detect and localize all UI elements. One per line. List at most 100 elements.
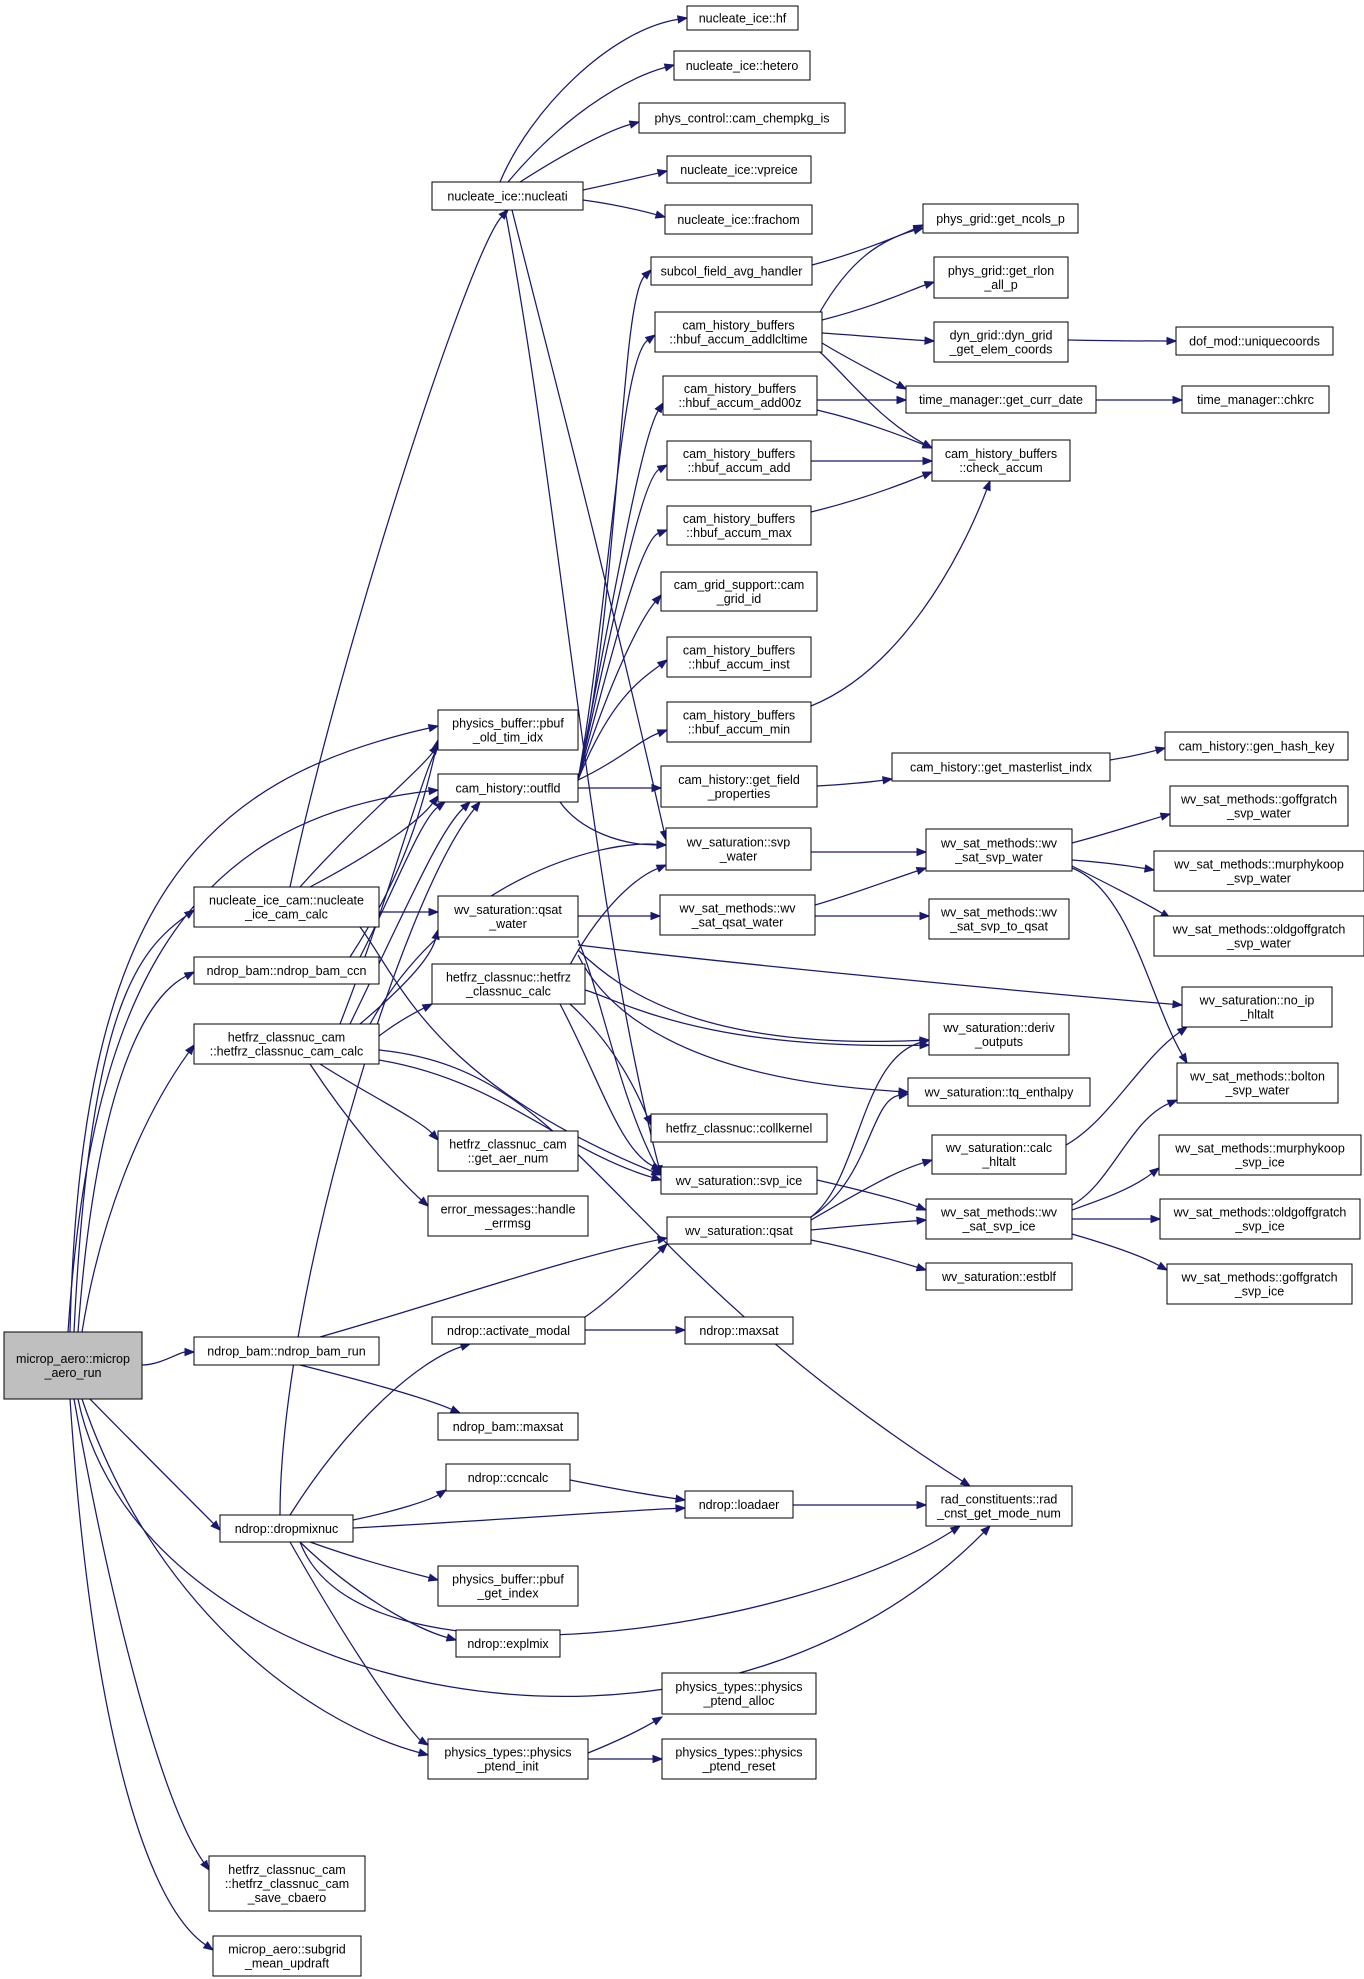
arrowhead-icon [650,911,662,921]
node-n-subcol[interactable]: subcol_field_avg_handler [650,256,813,286]
node-n-oldgoff-w[interactable]: wv_sat_methods::oldgoffgratch_svp_water [1153,915,1364,957]
node-n-rlon[interactable]: phys_grid::get_rlon_all_p [933,256,1069,299]
node-n-wvsatsvpice[interactable]: wv_sat_methods::wv_sat_svp_ice [925,1198,1073,1240]
node-n-hetero[interactable]: nucleate_ice::hetero [673,50,811,81]
node-n-ccncalc[interactable]: ndrop::ccncalc [445,1463,571,1492]
node-box [907,1077,1091,1107]
arrowhead-icon [919,1040,931,1050]
node-n-max[interactable]: cam_history_buffers::hbuf_accum_max [666,505,812,546]
node-n-bolton[interactable]: wv_sat_methods::bolton_svp_water [1176,1062,1339,1104]
node-n-ptalloc[interactable]: physics_types::physics_ptend_alloc [661,1672,817,1715]
node-n-ptreset[interactable]: physics_types::physics_ptend_reset [661,1738,817,1780]
node-n-checkaccum[interactable]: cam_history_buffers::check_accum [931,439,1071,482]
node-n-calchltalt[interactable]: wv_saturation::calc_hltalt [931,1134,1067,1175]
node-n-ptinit[interactable]: physics_types::physics_ptend_init [427,1738,589,1780]
node-n-errmsg[interactable]: error_messages::handle_errmsg [427,1195,589,1237]
node-n-bammaxsat[interactable]: ndrop_bam::maxsat [437,1412,579,1441]
node-n-wvsatqsat[interactable]: wv_sat_methods::wv_sat_qsat_water [659,894,816,936]
node-box [891,752,1111,782]
node-n-getfield[interactable]: cam_history::get_field_properties [660,765,818,808]
node-n-savecbaero[interactable]: hetfrz_classnuc_cam::hetfrz_classnuc_cam… [208,1855,366,1912]
node-box [684,1490,794,1519]
node-label-line: _svp_ice [1234,1156,1284,1170]
node-n-noip[interactable]: wv_saturation::no_ip_hltalt [1181,986,1333,1028]
arrowhead-icon [652,1754,664,1764]
node-n-frachom[interactable]: nucleate_ice::frachom [664,204,813,235]
node-label-line: _ptend_alloc [703,1694,775,1708]
node-n-nicecalc[interactable]: nucleate_ice_cam::nucleate_ice_cam_calc [193,886,380,928]
node-n-activate[interactable]: ndrop::activate_modal [431,1316,586,1345]
call-edge-from-n-nucleati [582,199,667,219]
node-n-explmix[interactable]: ndrop::explmix [455,1629,561,1658]
node-n-masterlist[interactable]: cam_history::get_masterlist_indx [891,752,1111,782]
node-box [922,203,1079,234]
node-n-goffgratch-w[interactable]: wv_sat_methods::goffgratch_svp_water [1169,785,1349,827]
node-n-tqenth[interactable]: wv_saturation::tq_enthalpy [907,1077,1091,1107]
node-label-line: _aero_run [44,1366,102,1380]
node-n-dropmix[interactable]: ndrop::dropmixnuc [219,1514,354,1543]
arrowhead-icon [919,911,931,921]
node-n-murphy-w[interactable]: wv_sat_methods::murphykoop_svp_water [1153,850,1364,892]
node-n-goff-i[interactable]: wv_sat_methods::goffgratch_svp_ice [1166,1263,1353,1305]
node-n-addlcltime[interactable]: cam_history_buffers::hbuf_accum_addlclti… [654,311,823,353]
node-n-genhash[interactable]: cam_history::gen_hash_key [1164,731,1349,761]
node-n-min[interactable]: cam_history_buffers::hbuf_accum_min [666,701,812,743]
node-n-wvsatsvpwater[interactable]: wv_sat_methods::wv_sat_svp_water [925,828,1073,872]
node-n-vpreice[interactable]: nucleate_ice::vpreice [666,155,812,184]
node-label-line: cam_history_buffers [683,644,795,658]
node-n-subgrid[interactable]: microp_aero::subgrid_mean_updraft [212,1935,362,1977]
call-edge-from-n-qsat [810,1158,934,1221]
call-edge-from-n-activate [585,1325,687,1335]
node-label-line: wv_saturation::qsat [684,1224,793,1238]
node-n-derivout[interactable]: wv_saturation::deriv_outputs [928,1013,1070,1056]
node-n-add[interactable]: cam_history_buffers::hbuf_accum_add [666,440,812,481]
node-label-line: wv_saturation::calc [945,1141,1052,1155]
node-n-pbufidx[interactable]: physics_buffer::pbuf_get_index [437,1565,579,1607]
node-n-pbufold[interactable]: physics_buffer::pbuf_old_tim_idx [437,709,579,751]
node-n-qsat[interactable]: wv_saturation::qsat [666,1216,812,1245]
node-n-add00z[interactable]: cam_history_buffers::hbuf_accum_add00z [662,375,818,416]
arrowhead-icon [434,801,447,811]
node-n-hetfrzcalc[interactable]: hetfrz_classnuc_cam::hetfrz_classnuc_cam… [193,1023,380,1065]
node-n-nucleati[interactable]: nucleate_ice::nucleati [431,181,584,211]
edge-line [819,229,915,313]
node-n-outfld[interactable]: cam_history::outfld [437,773,579,803]
node-n-ncols[interactable]: phys_grid::get_ncols_p [922,203,1079,234]
node-n-collkernel[interactable]: hetfrz_classnuc::collkernel [650,1113,828,1143]
node-root[interactable]: microp_aero::microp_aero_run [3,1331,143,1400]
arrowhead-icon [882,776,894,785]
node-n-svptoqsat[interactable]: wv_sat_methods::wv_sat_svp_to_qsat [928,898,1070,940]
node-n-chempkg[interactable]: phys_control::cam_chempkg_is [638,102,846,134]
node-n-bamrun[interactable]: ndrop_bam::ndrop_bam_run [193,1336,380,1366]
node-n-dyngrid[interactable]: dyn_grid::dyn_grid_get_elem_coords [933,321,1069,363]
node-n-classnuccalc[interactable]: hetfrz_classnuc::hetfrz_classnuc_calc [431,963,586,1005]
node-n-hf[interactable]: nucleate_ice::hf [686,5,799,31]
node-label-line: physics_types::physics [675,1746,802,1760]
node-n-chkrc[interactable]: time_manager::chkrc [1181,385,1330,414]
edge-line [816,1179,918,1208]
node-n-oldgoff-i[interactable]: wv_sat_methods::oldgoffgratch_svp_ice [1159,1198,1361,1240]
node-n-bamccn[interactable]: ndrop_bam::ndrop_bam_ccn [193,956,380,985]
node-box [431,1316,586,1345]
node-n-ndropmaxsat[interactable]: ndrop::maxsat [684,1316,794,1345]
node-n-aernum[interactable]: hetfrz_classnuc_cam::get_aer_num [437,1130,579,1172]
node-n-qsatwater[interactable]: wv_saturation::qsat_water [437,895,579,938]
node-label-line: ndrop::dropmixnuc [235,1522,339,1536]
node-n-inst[interactable]: cam_history_buffers::hbuf_accum_inst [666,636,812,678]
node-n-svpwater[interactable]: wv_saturation::svp_water [665,827,812,871]
node-n-radcnst[interactable]: rad_constituents::rad_cnst_get_mode_num [925,1485,1073,1527]
node-n-uniquecoords[interactable]: dof_mod::uniquecoords [1175,326,1334,356]
node-n-estblf[interactable]: wv_saturation::estblf [925,1262,1073,1291]
call-edge-from-n-bamrun [299,1364,462,1414]
node-n-murphy-i[interactable]: wv_sat_methods::murphykoop_svp_ice [1158,1134,1362,1176]
node-label-line: wv_sat_methods::wv [940,837,1058,851]
node-label-line: time_manager::get_curr_date [919,393,1083,407]
node-box [666,440,812,481]
node-n-gridid[interactable]: cam_grid_support::cam_grid_id [660,571,818,612]
node-n-svpice[interactable]: wv_saturation::svp_ice [660,1166,818,1195]
node-n-currdate[interactable]: time_manager::get_curr_date [905,385,1097,414]
call-edge-from-n-dropmix [299,1541,458,1642]
arrowhead-icon [1154,746,1167,755]
node-n-loadaer[interactable]: ndrop::loadaer [684,1490,794,1519]
arrowhead-icon [916,1216,928,1225]
